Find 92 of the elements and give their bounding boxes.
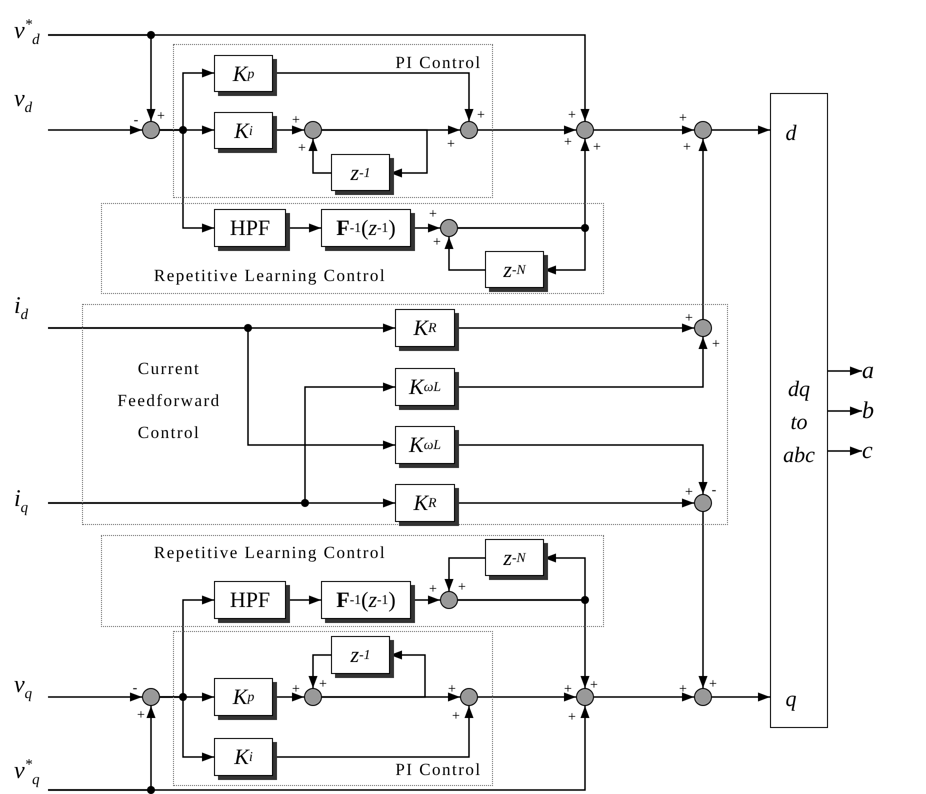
signal-label: b bbox=[862, 398, 874, 424]
signal-arrow bbox=[48, 706, 590, 791]
signal-arrow bbox=[594, 692, 694, 702]
signal-arrow bbox=[828, 406, 862, 416]
group-frame bbox=[173, 44, 493, 198]
summing-junction bbox=[440, 219, 458, 237]
signal-arrow bbox=[828, 446, 862, 456]
block-text: dq to abc bbox=[782, 375, 816, 469]
sign-label: + bbox=[563, 135, 573, 151]
signal-arrow bbox=[48, 34, 590, 121]
summing-junction bbox=[460, 688, 478, 706]
sign-label: + bbox=[567, 710, 577, 726]
sign-label: + bbox=[428, 207, 438, 223]
signal-label: v$_{q}$ bbox=[14, 672, 32, 704]
signal-label: a bbox=[862, 358, 874, 384]
sign-label: + bbox=[563, 682, 573, 698]
sign-label: + bbox=[457, 580, 467, 596]
summing-junction bbox=[460, 121, 478, 139]
signal-label: i$_{q}$ bbox=[14, 486, 28, 518]
signal-arrow bbox=[458, 554, 586, 601]
summing-junction bbox=[576, 121, 594, 139]
sign-label: + bbox=[428, 582, 438, 598]
signal-label: c bbox=[862, 438, 873, 464]
summing-junction bbox=[694, 688, 712, 706]
sign-label: + bbox=[291, 113, 301, 129]
sign-label: + bbox=[684, 311, 694, 327]
group-title: PI Control bbox=[394, 52, 483, 74]
signal-arrow bbox=[444, 557, 485, 591]
signal-arrow bbox=[48, 126, 142, 134]
sign-label: + bbox=[708, 677, 718, 693]
sign-label: + bbox=[678, 682, 688, 698]
summing-junction bbox=[440, 591, 458, 609]
signal-arrow bbox=[48, 327, 395, 450]
sign-label: + bbox=[297, 141, 307, 157]
signal-arrow bbox=[478, 126, 576, 134]
summing-junction bbox=[142, 688, 160, 706]
signal-arrow bbox=[308, 654, 331, 688]
group-frame bbox=[101, 535, 604, 627]
signal-arrow bbox=[48, 692, 142, 702]
sign-label: - bbox=[710, 483, 718, 499]
sign-label: + bbox=[567, 108, 577, 124]
signal-arrow bbox=[712, 126, 770, 134]
sign-label: + bbox=[678, 111, 688, 127]
summing-junction bbox=[694, 494, 712, 512]
signal-arrow bbox=[444, 237, 485, 271]
sign-label: - bbox=[132, 113, 140, 129]
signal-arrow bbox=[698, 512, 708, 688]
signal-arrow bbox=[828, 366, 862, 376]
signal-arrow bbox=[698, 139, 708, 319]
signal-arrow bbox=[160, 129, 214, 232]
transform-block bbox=[770, 93, 828, 728]
group-frame bbox=[101, 203, 604, 294]
group-title: Repetitive Learning Control bbox=[152, 265, 388, 287]
summing-junction bbox=[576, 688, 594, 706]
sign-label: + bbox=[476, 108, 486, 124]
sign-label: + bbox=[592, 140, 602, 156]
sign-label: - bbox=[132, 681, 138, 697]
summing-junction bbox=[694, 319, 712, 337]
sign-label: + bbox=[318, 677, 328, 693]
signal-arrow bbox=[322, 650, 426, 698]
group-frame bbox=[173, 631, 493, 786]
group-title: Current Feedforward Control bbox=[116, 358, 222, 444]
signal-arrow bbox=[322, 129, 428, 178]
group-title: PI Control bbox=[394, 759, 483, 781]
sign-label: + bbox=[589, 678, 599, 694]
signal-arrow bbox=[308, 139, 331, 174]
block-text: q bbox=[784, 685, 798, 713]
summing-junction bbox=[304, 688, 322, 706]
block-text: d bbox=[784, 119, 798, 147]
signal-arrow bbox=[478, 692, 576, 702]
group-frame bbox=[82, 304, 728, 525]
sign-label: + bbox=[432, 235, 442, 251]
sign-label: + bbox=[291, 682, 301, 698]
sign-label: + bbox=[682, 140, 692, 156]
sign-label: + bbox=[447, 682, 457, 698]
summing-junction bbox=[694, 121, 712, 139]
signal-label: i$_{d}$ bbox=[14, 293, 28, 325]
sign-label: + bbox=[136, 708, 146, 724]
sign-label: + bbox=[156, 109, 166, 125]
signal-label: v$_{d}$ bbox=[14, 86, 32, 118]
sign-label: + bbox=[684, 485, 694, 501]
signal-arrow bbox=[48, 382, 395, 504]
sign-label: + bbox=[446, 137, 456, 153]
sign-label: + bbox=[711, 337, 721, 353]
signal-arrow bbox=[712, 692, 770, 702]
sign-label: + bbox=[451, 709, 461, 725]
signal-arrow bbox=[594, 126, 694, 134]
signal-arrow bbox=[160, 696, 214, 762]
summing-junction bbox=[142, 121, 160, 139]
signal-arrow bbox=[458, 227, 586, 274]
group-title: Repetitive Learning Control bbox=[152, 542, 388, 564]
summing-junction bbox=[304, 121, 322, 139]
